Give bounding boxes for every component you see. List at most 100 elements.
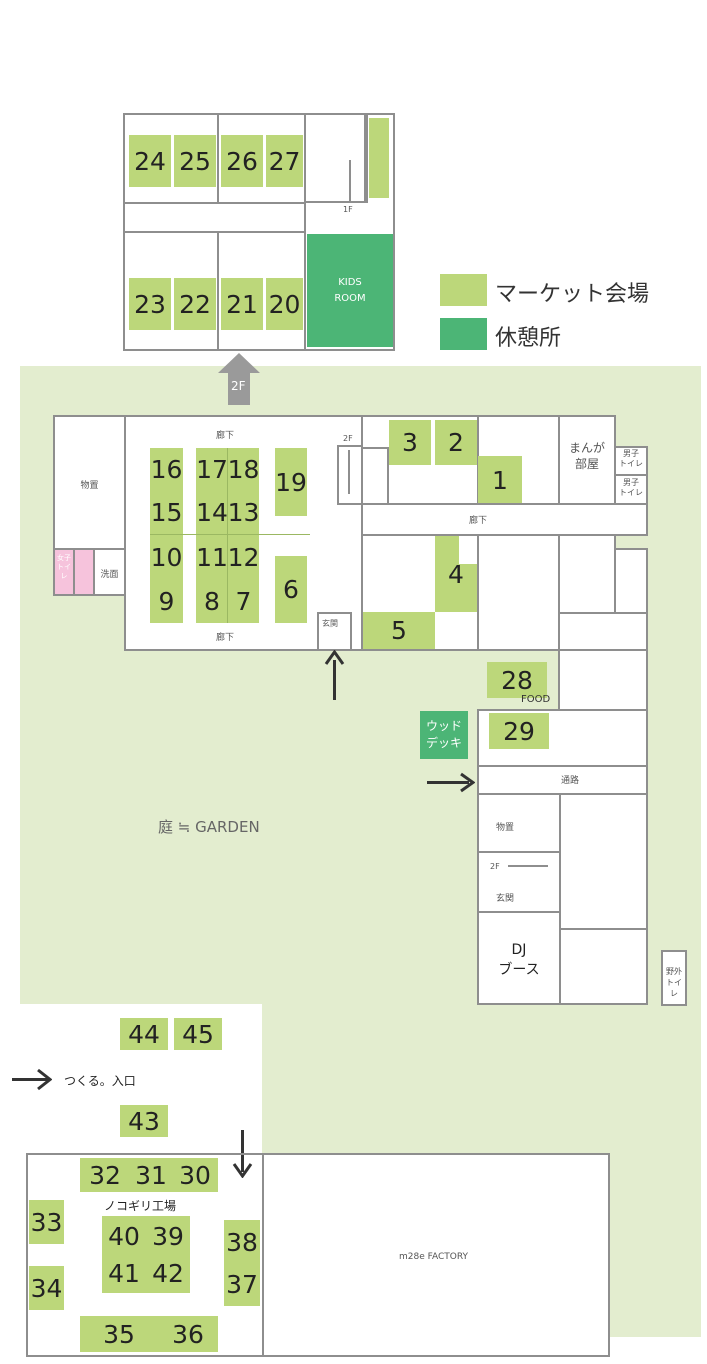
- entrance-arrow-icon: [333, 660, 336, 700]
- booth-27[interactable]: 27: [266, 135, 303, 187]
- booth-28[interactable]: 28: [487, 662, 547, 698]
- booth-30[interactable]: 30: [172, 1158, 218, 1192]
- booth-20[interactable]: 20: [266, 278, 303, 330]
- booth-13[interactable]: 13: [228, 490, 259, 534]
- booth-9[interactable]: 9: [150, 579, 183, 623]
- legend-rest-label: 休憩所: [495, 326, 562, 351]
- booth-11[interactable]: 11: [196, 535, 228, 579]
- nokogiri-arrow-head-icon: [232, 1163, 253, 1178]
- entrance-arrow-head-icon: [324, 650, 345, 665]
- floor2-wall: [125, 231, 305, 233]
- booth-23[interactable]: 23: [129, 278, 171, 330]
- main-east-stair: [363, 447, 389, 503]
- east-storage-label: 物置: [495, 823, 514, 833]
- booth-15[interactable]: 15: [150, 490, 183, 534]
- main-stair-label: 2F: [343, 434, 353, 443]
- women-toilet-2: [73, 548, 95, 596]
- legend-market-label: マーケット会場: [495, 282, 650, 307]
- booth-45[interactable]: 45: [174, 1018, 222, 1050]
- booth-17[interactable]: 17: [196, 448, 228, 490]
- dj-booth-room: [477, 911, 561, 1005]
- legend-rest-swatch: [440, 318, 487, 350]
- booth-26[interactable]: 26: [221, 135, 263, 187]
- tsukuru-entrance-label: つくる。入口: [64, 1074, 136, 1088]
- booth-35[interactable]: 35: [80, 1316, 158, 1352]
- passage-arrow-icon: [427, 781, 469, 784]
- main-stair-arrow: [348, 450, 350, 494]
- storage-label: 物置: [80, 481, 99, 491]
- east-stair-arrow: [508, 865, 548, 867]
- booth-25[interactable]: 25: [174, 135, 216, 187]
- booth-22[interactable]: 22: [174, 278, 216, 330]
- booth-29[interactable]: 29: [489, 713, 549, 749]
- booth-12[interactable]: 12: [228, 535, 259, 579]
- booth-38[interactable]: 38: [224, 1220, 260, 1264]
- east-stair-label: 2F: [490, 862, 500, 871]
- women-toilet-label: 女子 トイレ: [57, 554, 71, 580]
- booth-32[interactable]: 32: [80, 1158, 130, 1192]
- booth-21[interactable]: 21: [221, 278, 263, 330]
- floor2-wall: [217, 115, 219, 202]
- floor2-arrow-icon: [218, 353, 260, 405]
- booth-14[interactable]: 14: [196, 490, 228, 534]
- booth-41[interactable]: 41: [102, 1253, 146, 1293]
- men-toilet-2-label: 男子 トイレ: [619, 478, 643, 497]
- floor2-stair: [306, 115, 366, 203]
- booth-40[interactable]: 40: [102, 1216, 146, 1256]
- nokogiri-hall-label: ノコギリ工場: [104, 1199, 177, 1213]
- booth-44[interactable]: 44: [120, 1018, 168, 1050]
- booth-31[interactable]: 31: [130, 1158, 172, 1192]
- legend: マーケット会場 休憩所: [440, 274, 700, 351]
- floor2-wall: [125, 202, 305, 204]
- tsukuru-arrow-head-icon: [37, 1068, 52, 1091]
- booth-16[interactable]: 16: [150, 448, 183, 490]
- booth-6[interactable]: 6: [275, 556, 307, 623]
- east-room-d: [558, 612, 648, 651]
- booth-10[interactable]: 10: [150, 535, 183, 579]
- corridor-label-bottom: 廊下: [215, 633, 234, 643]
- tsukuru-arrow-icon: [12, 1078, 48, 1081]
- manga-room-label: まんが 部屋: [568, 441, 605, 471]
- booth-19[interactable]: 19: [275, 448, 307, 516]
- factory-building: [262, 1153, 610, 1357]
- booth-18[interactable]: 18: [228, 448, 259, 490]
- floor2-stair-label: 1F: [343, 205, 353, 214]
- booth-37[interactable]: 37: [224, 1262, 260, 1306]
- east-room-f: [559, 928, 648, 1005]
- east-room-c: [614, 548, 648, 614]
- booth-1[interactable]: 1: [478, 456, 522, 504]
- booth-divider: [150, 534, 310, 535]
- wood-deck[interactable]: ウッド デッキ: [420, 711, 468, 759]
- floor2-wall: [217, 233, 219, 349]
- booth-5[interactable]: 5: [363, 612, 435, 649]
- booth-7[interactable]: 7: [228, 579, 259, 623]
- floor2-stair-column: [366, 115, 393, 203]
- east-storage: [477, 793, 561, 853]
- booth-36[interactable]: 36: [158, 1316, 218, 1352]
- east-room-b: [558, 534, 616, 614]
- booth-2[interactable]: 2: [435, 420, 477, 465]
- main-stair: [337, 445, 363, 505]
- booth-39[interactable]: 39: [146, 1216, 190, 1256]
- men-toilet-label: 男子 トイレ: [619, 449, 643, 468]
- floor2-arrow-label: 2F: [231, 379, 246, 393]
- east-room-e: [559, 793, 648, 930]
- outdoor-toilet: [661, 950, 687, 1006]
- east-entrance-label: 玄関: [495, 894, 514, 904]
- east-corridor: [361, 503, 648, 536]
- passage-arrow-head-icon: [460, 772, 475, 793]
- booth-34[interactable]: 34: [29, 1266, 64, 1310]
- garden-label: 庭 ≒ GARDEN: [158, 818, 260, 836]
- booth-33[interactable]: 33: [29, 1200, 64, 1244]
- booth-3[interactable]: 3: [389, 420, 431, 465]
- booth-42[interactable]: 42: [146, 1253, 190, 1293]
- booth-43[interactable]: 43: [120, 1105, 168, 1137]
- booth-divider: [227, 448, 228, 623]
- food-label: FOOD: [521, 694, 551, 705]
- booth-24[interactable]: 24: [129, 135, 171, 187]
- outdoor-toilet-label: 野外 トイレ: [666, 967, 682, 998]
- factory-label: m28e FACTORY: [399, 1252, 469, 1262]
- legend-market-swatch: [440, 274, 487, 306]
- booth-8[interactable]: 8: [196, 579, 228, 623]
- kids-room[interactable]: KIDS ROOM: [307, 234, 393, 347]
